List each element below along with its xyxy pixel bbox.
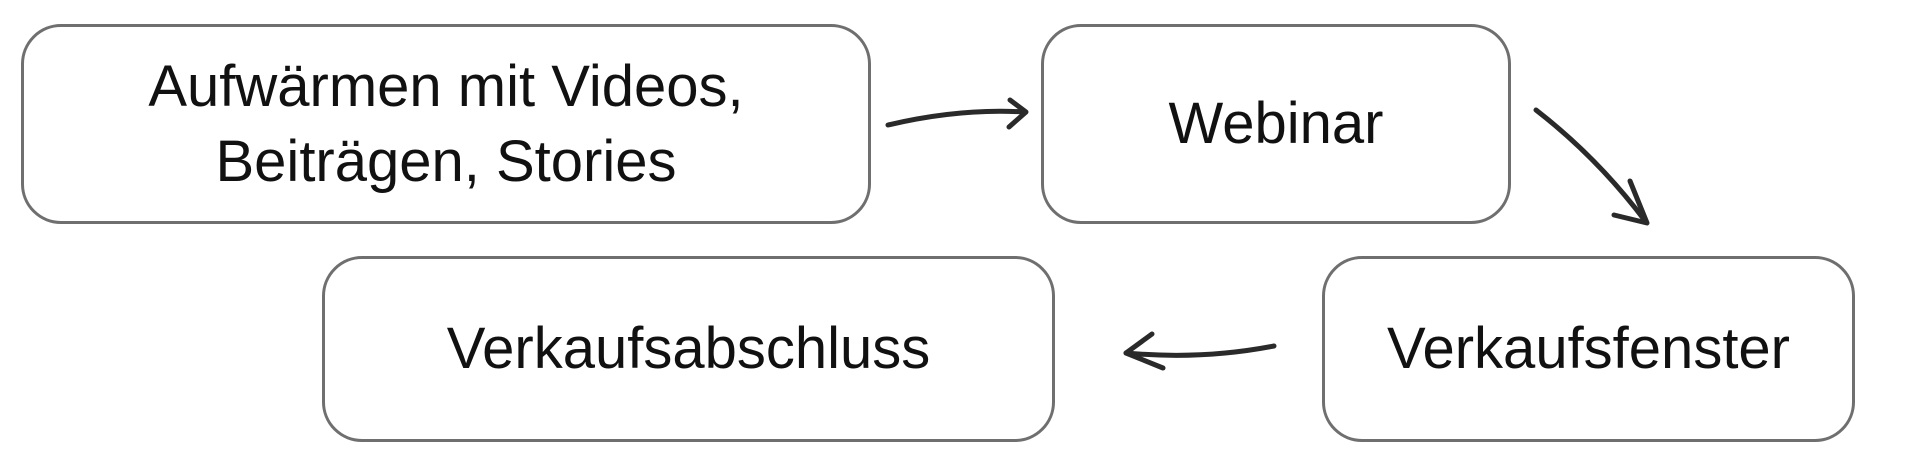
arrow-window-to-close-shaft bbox=[1123, 343, 1277, 358]
arrow-webinar-to-window-shaft bbox=[1533, 107, 1649, 225]
arrow-window-to-close bbox=[1123, 331, 1277, 371]
arrow-warmup-to-webinar-shaft bbox=[885, 108, 1028, 128]
node-warmup-line2: Beiträgen, Stories bbox=[215, 129, 677, 194]
arrow-warmup-to-webinar bbox=[885, 97, 1029, 130]
node-warmup-line1: Aufwärmen mit Videos, bbox=[148, 53, 744, 119]
node-webinar-label: Webinar bbox=[1168, 91, 1384, 157]
arrow-window-to-close-head bbox=[1123, 331, 1166, 371]
node-warmup: Aufwärmen mit Videos, Beiträgen, Stories bbox=[21, 24, 871, 224]
node-sales-close: Verkaufsabschluss bbox=[322, 256, 1055, 442]
node-sales-window: Verkaufsfenster bbox=[1322, 256, 1855, 442]
arrow-webinar-to-window-head bbox=[1611, 178, 1650, 226]
node-sales-close-label: Verkaufsabschluss bbox=[446, 316, 931, 382]
node-sales-window-label: Verkaufsfenster bbox=[1387, 316, 1790, 382]
arrow-webinar-to-window bbox=[1533, 107, 1650, 226]
arrow-warmup-to-webinar-head bbox=[1006, 97, 1029, 130]
node-webinar: Webinar bbox=[1041, 24, 1511, 224]
